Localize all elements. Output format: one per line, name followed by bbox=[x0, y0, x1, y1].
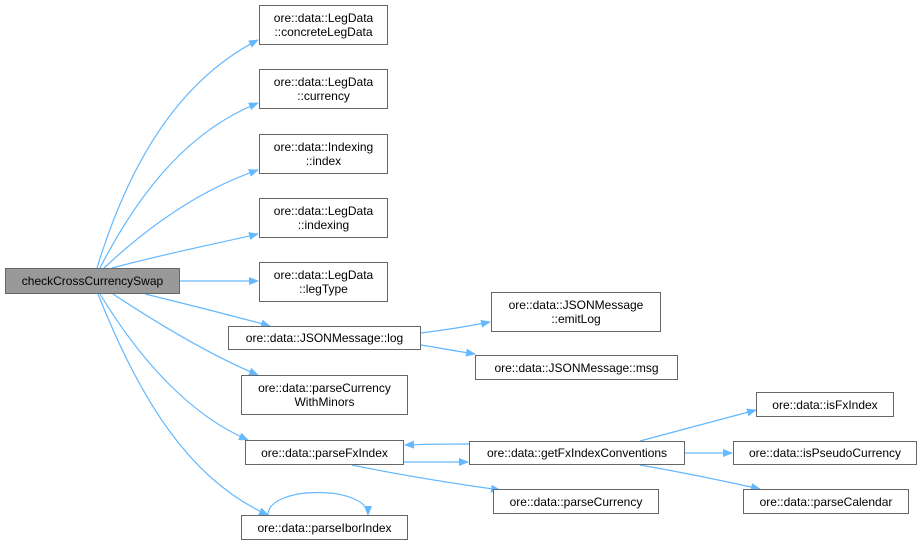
edge-parseFxIndex-parseCurrency bbox=[351, 464, 501, 493]
node-checkCrossCurrencySwap[interactable]: checkCrossCurrencySwap bbox=[5, 268, 180, 294]
node-label: ore::data::JSONMessage::msg bbox=[494, 360, 659, 375]
node-label: ::legType bbox=[299, 282, 348, 296]
node-currency[interactable]: ore::data::LegData ::currency bbox=[259, 69, 388, 109]
edge-getFxIndexConventions-isFxIndex bbox=[639, 408, 757, 442]
edge-root-parseFxIndex bbox=[99, 293, 249, 441]
node-parseCalendar[interactable]: ore::data::parseCalendar bbox=[743, 489, 909, 514]
edge-root-index bbox=[103, 169, 259, 269]
node-label: ore::data::LegData bbox=[273, 204, 374, 218]
node-label: ore::data::parseCalendar bbox=[759, 494, 893, 509]
node-label: ore::data::parseCurrency bbox=[509, 494, 643, 509]
node-isPseudoCurrency[interactable]: ore::data::isPseudoCurrency bbox=[733, 441, 917, 465]
edge-root-concreteLegData bbox=[96, 39, 259, 269]
node-indexing[interactable]: ore::data::LegData ::indexing bbox=[259, 198, 388, 238]
node-getFxIndexConventions[interactable]: ore::data::getFxIndexConventions bbox=[469, 441, 685, 465]
edge-log-msg bbox=[420, 344, 476, 357]
node-label: ore::data::isPseudoCurrency bbox=[748, 446, 902, 460]
edge-root-parseCurrencyWithMinors bbox=[112, 293, 259, 376]
node-label: ore::data::parseFxIndex bbox=[261, 445, 388, 460]
edge-parseIborIndex-self bbox=[267, 492, 372, 516]
node-label: ::concreteLegData bbox=[274, 25, 373, 39]
edge-root-log bbox=[144, 293, 271, 328]
node-label: ::emitLog bbox=[551, 312, 601, 326]
edge-getFxIndexConventions-parseCalendar bbox=[639, 464, 761, 491]
edge-root-indexing bbox=[111, 232, 259, 269]
node-label: ::currency bbox=[297, 89, 350, 103]
node-label: ore::data::JSONMessage::log bbox=[245, 331, 404, 345]
node-label: WithMinors bbox=[294, 395, 355, 409]
node-label: checkCrossCurrencySwap bbox=[21, 274, 164, 288]
node-concreteLegData[interactable]: ore::data::LegData ::concreteLegData bbox=[259, 5, 388, 45]
node-label: ore::data::LegData bbox=[273, 75, 374, 89]
node-legType[interactable]: ore::data::LegData ::legType bbox=[259, 262, 388, 302]
node-log[interactable]: ore::data::JSONMessage::log bbox=[228, 326, 421, 350]
node-label: ore::data::JSONMessage bbox=[508, 298, 644, 312]
node-isFxIndex[interactable]: ore::data::isFxIndex bbox=[756, 392, 894, 417]
node-label: ore::data::parseIborIndex bbox=[257, 520, 392, 535]
node-emitLog[interactable]: ore::data::JSONMessage ::emitLog bbox=[491, 292, 661, 332]
node-label: ::index bbox=[305, 154, 342, 168]
node-label: ore::data::Indexing bbox=[273, 140, 374, 154]
node-parseFxIndex[interactable]: ore::data::parseFxIndex bbox=[245, 440, 404, 465]
edge-log-emitLog bbox=[420, 319, 491, 334]
node-parseCurrencyWithMinors[interactable]: ore::data::parseCurrency WithMinors bbox=[241, 375, 408, 415]
node-parseIborIndex[interactable]: ore::data::parseIborIndex bbox=[241, 515, 408, 540]
node-label: ore::data::getFxIndexConventions bbox=[486, 446, 668, 460]
node-msg[interactable]: ore::data::JSONMessage::msg bbox=[475, 355, 678, 380]
node-label: ore::data::LegData bbox=[273, 268, 374, 282]
node-parseCurrency[interactable]: ore::data::parseCurrency bbox=[493, 489, 659, 514]
node-label: ore::data::isFxIndex bbox=[772, 397, 878, 412]
node-label: ::indexing bbox=[297, 218, 350, 232]
node-label: ore::data::LegData bbox=[273, 11, 374, 25]
node-index[interactable]: ore::data::Indexing ::index bbox=[259, 134, 388, 174]
node-label: ore::data::parseCurrency bbox=[258, 381, 391, 395]
edge-root-parseIborIndex bbox=[97, 293, 269, 516]
edge-getFxIndexConventions-parseFxIndex bbox=[404, 440, 470, 449]
edge-root-currency bbox=[99, 102, 259, 269]
